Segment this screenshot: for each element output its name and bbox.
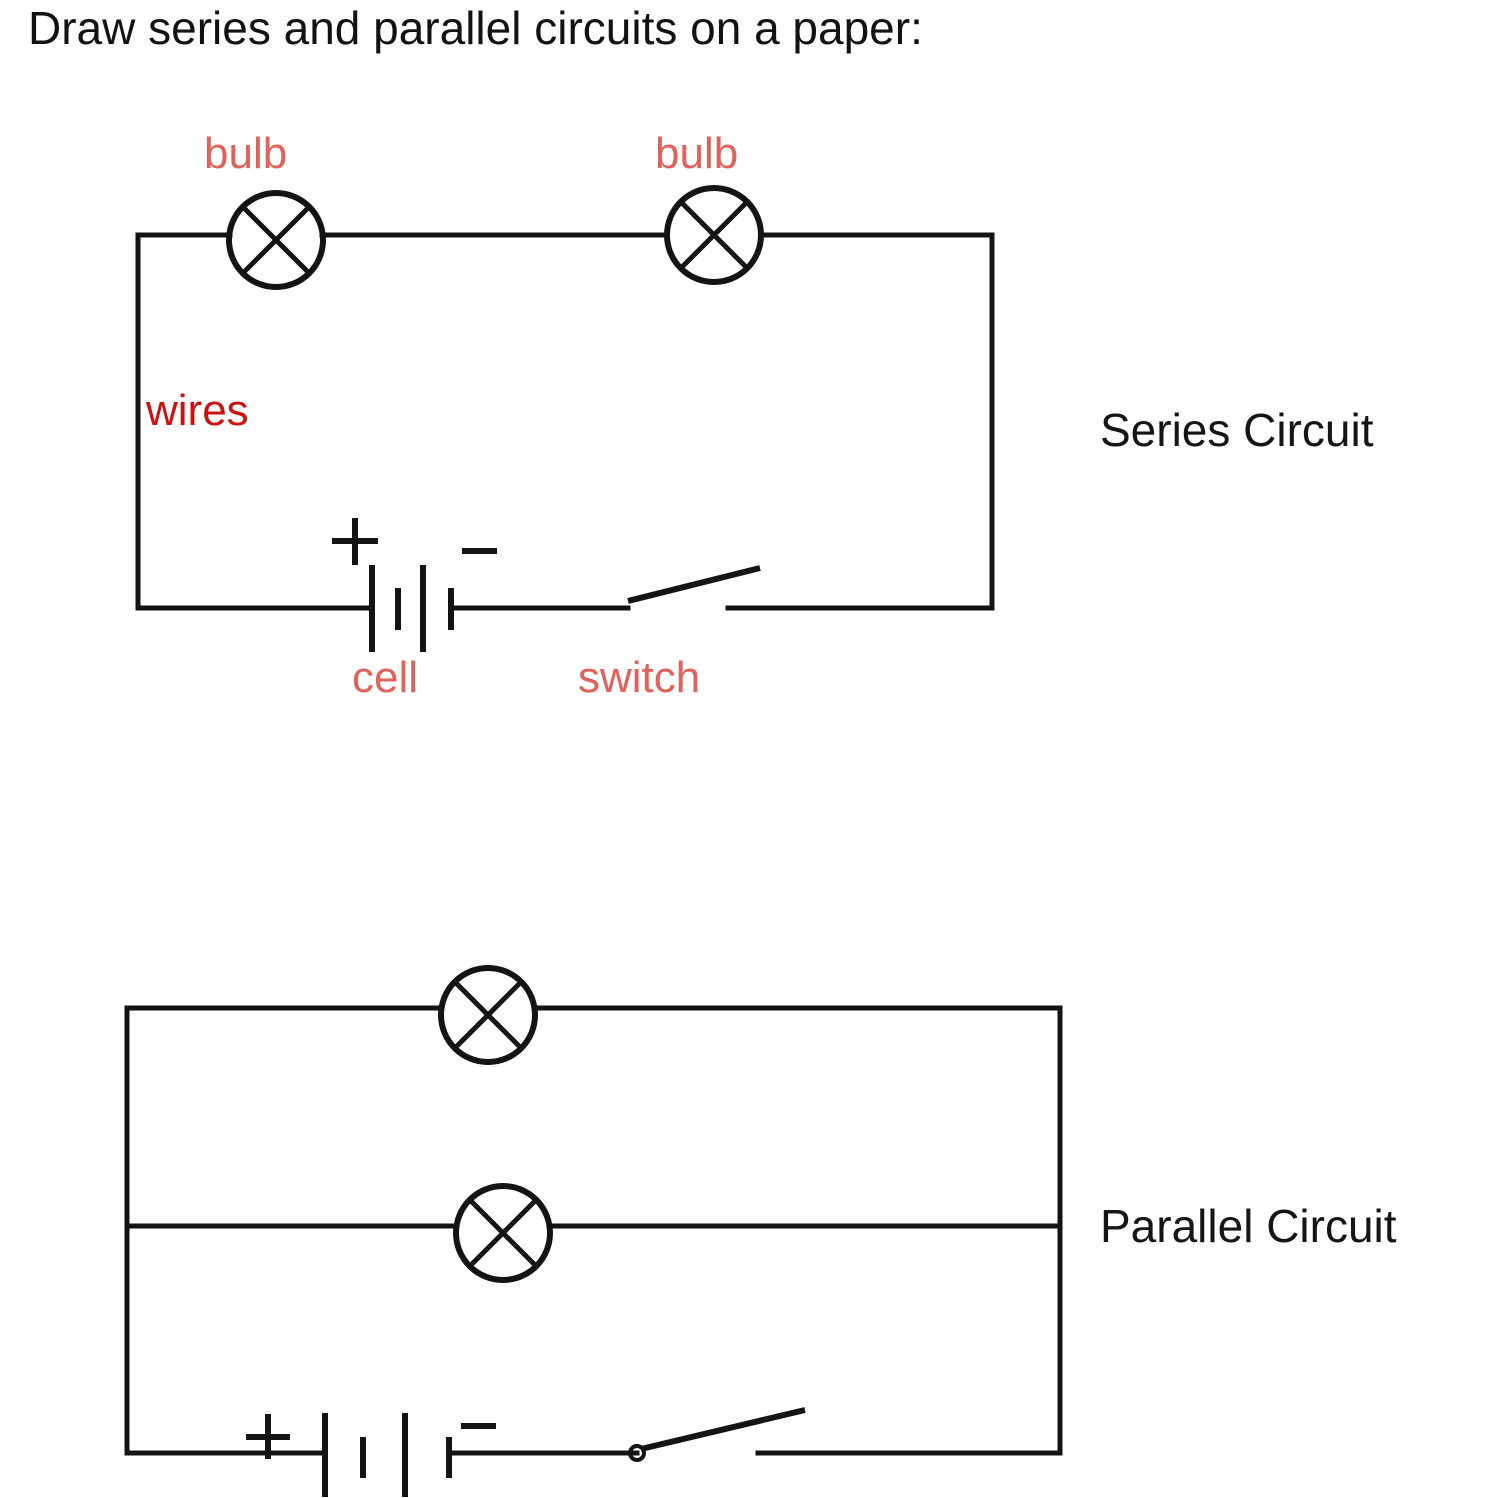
bulb-cross-stroke-b <box>453 980 523 1050</box>
bulb-outline-icon <box>453 1183 553 1283</box>
bulb-outline-icon <box>226 190 326 290</box>
label-bulb-left: bulb <box>204 129 287 178</box>
bulb-cross-stroke-b <box>468 1198 538 1268</box>
parallel-circuit-group: Parallel Circuit <box>124 965 1397 1497</box>
parallel-bulb-top-symbol <box>438 965 538 1065</box>
parallel-switch-symbol <box>628 1407 806 1462</box>
switch-lever-arm <box>627 565 761 604</box>
switch-lever-arm <box>640 1407 806 1452</box>
bulb-outline-icon <box>438 965 538 1065</box>
page-title: Draw series and parallel circuits on a p… <box>28 2 923 54</box>
parallel-cell-symbol <box>322 1413 452 1497</box>
parallel-plus-sign-icon <box>246 1414 290 1459</box>
switch-pivot-icon <box>628 1444 646 1462</box>
series-bulb-left-symbol <box>226 190 326 290</box>
series-bulb-right-symbol <box>664 185 764 285</box>
label-wires: wires <box>145 386 249 435</box>
series-plus-sign-icon <box>332 518 378 565</box>
label-cell: cell <box>352 653 418 702</box>
series-circuit-caption: Series Circuit <box>1100 404 1374 456</box>
label-switch: switch <box>578 653 700 702</box>
bulb-cross-stroke-b <box>241 205 311 275</box>
series-circuit-group: bulb bulb wires cell switch Series Circu… <box>135 129 1374 702</box>
parallel-bulb-middle-symbol <box>453 1183 553 1283</box>
series-switch-symbol <box>627 565 761 604</box>
label-bulb-right: bulb <box>655 129 738 178</box>
bulb-cross-stroke-b <box>679 200 749 270</box>
series-cell-symbol <box>369 565 454 652</box>
bulb-outline-icon <box>664 185 764 285</box>
parallel-circuit-caption: Parallel Circuit <box>1100 1200 1397 1252</box>
